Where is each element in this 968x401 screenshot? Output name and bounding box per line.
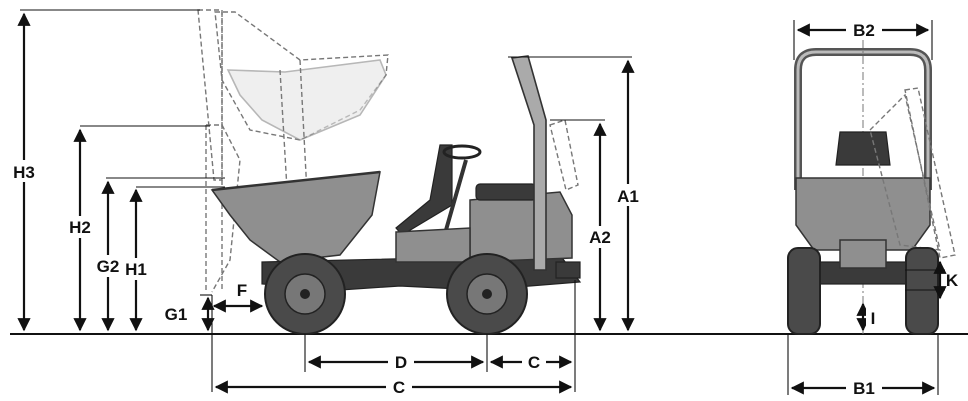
label-b1: B1 <box>853 379 875 398</box>
front-right-wheel <box>905 247 939 335</box>
label-g2: G2 <box>97 257 120 276</box>
label-h1: H1 <box>125 260 147 279</box>
engine-hood <box>469 191 573 263</box>
steering-column <box>444 159 468 231</box>
label-h3: H3 <box>13 163 35 182</box>
label-b2: B2 <box>853 21 875 40</box>
front-left-wheel <box>787 247 821 335</box>
operator-floor <box>395 227 471 263</box>
label-k: K <box>946 271 959 290</box>
engine-grille <box>475 183 537 201</box>
label-c-total: C <box>393 378 405 397</box>
raised-skip-ghost <box>197 9 389 293</box>
label-f: F <box>237 281 247 300</box>
side-view-dumper <box>197 9 582 335</box>
front-wheel <box>446 253 528 335</box>
label-i: I <box>871 309 876 328</box>
label-a2: A2 <box>589 228 611 247</box>
front-seat <box>835 131 891 166</box>
operator-seat <box>395 144 453 236</box>
front-skip <box>795 177 931 251</box>
rops-frame <box>510 55 547 271</box>
front-bumper <box>555 261 581 279</box>
front-skip-tilt-ghost <box>904 87 956 259</box>
label-g1: G1 <box>165 305 188 324</box>
steering-wheel <box>442 144 482 160</box>
label-c-front: C <box>528 353 540 372</box>
rops-ghost <box>549 119 579 191</box>
rear-wheel <box>264 253 346 335</box>
label-d: D <box>395 353 407 372</box>
label-h2: H2 <box>69 218 91 237</box>
skip-rim <box>211 170 381 192</box>
label-a1: A1 <box>617 187 639 206</box>
